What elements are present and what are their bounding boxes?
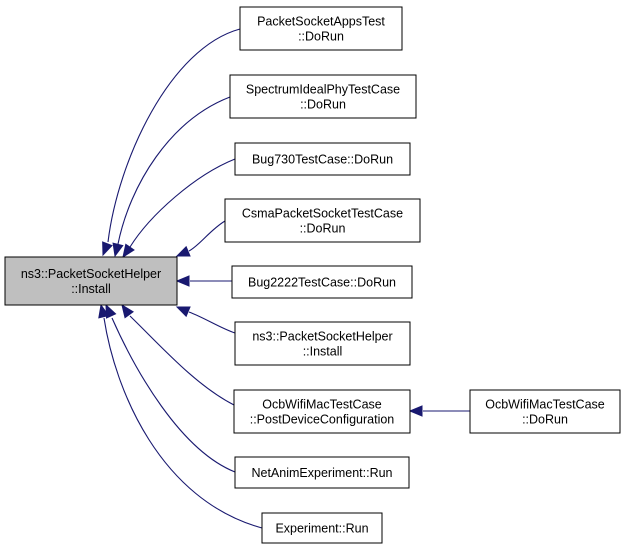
node-label-line: Bug2222TestCase::DoRun (248, 276, 396, 290)
edge-psh2-to-root (175, 306, 236, 334)
node-label-line: ::Install (71, 282, 111, 296)
arrowhead (175, 275, 190, 287)
node-label-line: ns3::PacketSocketHelper (252, 330, 392, 344)
node-label-line: Bug730TestCase::DoRun (252, 153, 393, 167)
edge-line (107, 28, 241, 243)
node-box (231, 265, 413, 299)
node-box (239, 6, 403, 51)
edge-line (188, 220, 226, 252)
node-b2222[interactable]: Bug2222TestCase::DoRun (231, 265, 413, 299)
node-box (229, 74, 417, 119)
graph-nodes: ns3::PacketSocketHelper::Install PacketSo… (4, 6, 621, 544)
node-box (233, 389, 411, 434)
node-psat[interactable]: PacketSocketAppsTest::DoRun (239, 6, 403, 51)
edge-psat-to-root (102, 28, 241, 257)
arrowhead (122, 243, 135, 259)
edge-b2222-to-root (175, 275, 232, 287)
node-label-line: CsmaPacketSocketTestCase (242, 207, 403, 221)
node-nae[interactable]: NetAnimExperiment::Run (234, 456, 410, 489)
edge-line (188, 311, 236, 334)
node-root-function[interactable]: ns3::PacketSocketHelper::Install (4, 256, 178, 306)
edge-line (129, 315, 235, 406)
node-owdr[interactable]: OcbWifiMacTestCase::DoRun (469, 389, 621, 434)
node-label-line: ::DoRun (300, 222, 346, 236)
node-cpst[interactable]: CsmaPacketSocketTestCase::DoRun (224, 198, 421, 243)
node-label-line: ::DoRun (298, 30, 344, 44)
node-label-line: SpectrumIdealPhyTestCase (246, 83, 400, 97)
node-label-line: ::Install (303, 345, 343, 359)
graph-edges (98, 28, 470, 529)
edge-sipt-to-root (112, 96, 231, 258)
edge-owdr-to-owpdc (408, 405, 470, 417)
edge-exp-to-root (98, 303, 263, 529)
node-owpdc[interactable]: OcbWifiMacTestCase::PostDeviceConfigurat… (233, 389, 411, 434)
node-box (234, 456, 410, 489)
edge-line (103, 317, 263, 529)
node-b730[interactable]: Bug730TestCase::DoRun (234, 142, 411, 176)
edge-owpdc-to-root (121, 303, 235, 406)
node-label-line: NetAnimExperiment::Run (251, 466, 392, 480)
node-box (261, 512, 383, 544)
edge-line (111, 317, 236, 473)
arrowhead (408, 405, 423, 417)
arrowhead (102, 241, 113, 257)
edge-line (129, 158, 236, 248)
node-label-line: Experiment::Run (275, 522, 368, 536)
edge-line (117, 96, 231, 245)
node-label-line: OcbWifiMacTestCase (485, 398, 605, 412)
arrowhead (112, 242, 124, 258)
arrowhead (175, 306, 191, 318)
arrowhead (175, 245, 191, 257)
edge-cpst-to-root (175, 220, 226, 257)
node-label-line: ::PostDeviceConfiguration (250, 413, 395, 427)
node-box (469, 389, 621, 434)
node-sipt[interactable]: SpectrumIdealPhyTestCase::DoRun (229, 74, 417, 119)
node-label-line: ::DoRun (300, 98, 346, 112)
edge-nae-to-root (105, 303, 236, 473)
node-psh2[interactable]: ns3::PacketSocketHelper::Install (234, 321, 411, 366)
node-label-line: PacketSocketAppsTest (257, 15, 385, 29)
arrowhead (121, 303, 135, 319)
node-box (4, 256, 178, 306)
node-label-line: ::DoRun (522, 413, 568, 427)
node-label-line: ns3::PacketSocketHelper (21, 267, 161, 281)
edge-b730-to-root (122, 158, 236, 259)
node-exp[interactable]: Experiment::Run (261, 512, 383, 544)
node-box (224, 198, 421, 243)
node-label-line: OcbWifiMacTestCase (262, 398, 382, 412)
arrowhead (98, 303, 110, 319)
node-box (234, 321, 411, 366)
node-box (234, 142, 411, 176)
